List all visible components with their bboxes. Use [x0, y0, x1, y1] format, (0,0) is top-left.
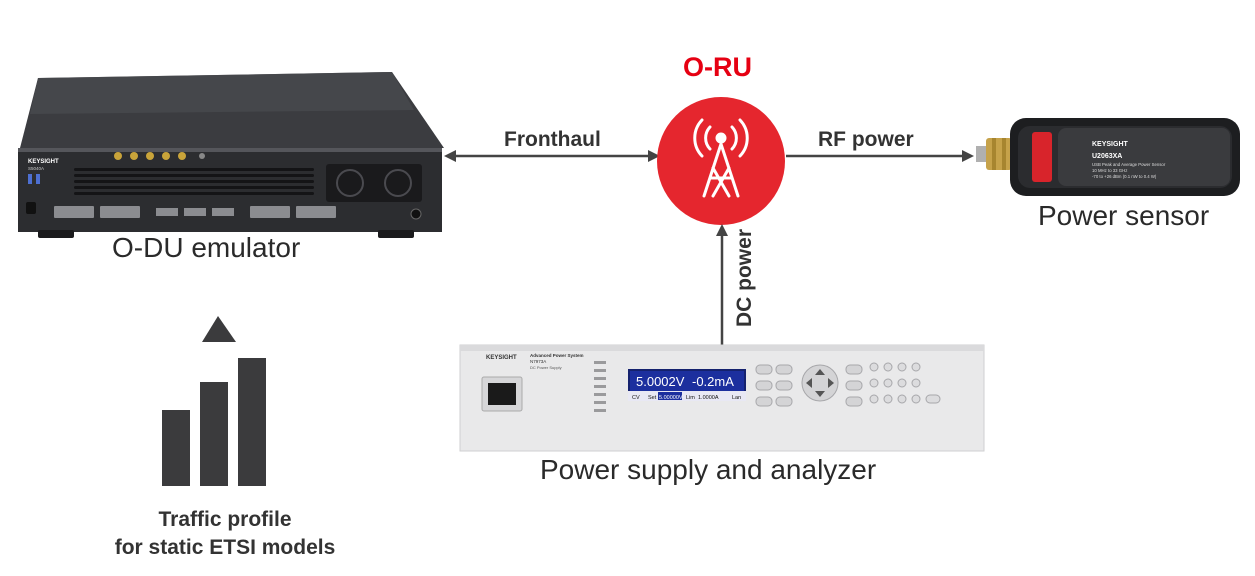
power-supply-model1: Advanced Power System	[530, 353, 584, 358]
power-supply-device: KEYSIGHT Advanced Power System N7973A DC…	[459, 344, 985, 452]
power-supply-model2: N7973A	[530, 359, 546, 364]
psu-display-voltage: 5.0002V	[636, 374, 685, 389]
traffic-caption-line1: Traffic profile	[158, 508, 292, 531]
rf-power-arrow	[786, 150, 974, 162]
dc-power-label: DC power	[733, 229, 756, 328]
bar-chart-icon	[162, 316, 266, 486]
oru-node	[657, 97, 785, 225]
power-supply-model3: DC Power Supply	[530, 365, 562, 370]
psu-display-mode: CV	[632, 395, 640, 401]
psu-display-current: -0.2mA	[692, 374, 734, 389]
psu-display-lim-value: 1.0000A	[698, 395, 719, 401]
odu-model: S5040A	[28, 166, 44, 171]
traffic-caption: Traffic profile for static ETSI models	[80, 506, 370, 562]
fronthaul-label: Fronthaul	[504, 128, 601, 151]
power-sensor-desc1: USB Peak and Average Power Sensor	[1092, 162, 1166, 167]
traffic-caption-line2: for static ETSI models	[114, 536, 336, 559]
radio-tower-icon	[693, 118, 749, 198]
rf-power-label: RF power	[818, 128, 914, 151]
power-supply-brand: KEYSIGHT	[486, 355, 517, 361]
psu-display-set-value: 5.00000V	[659, 395, 683, 401]
power-sensor-device: KEYSIGHT U2063XA USB Peak and Average Po…	[976, 118, 1240, 196]
odu-emulator-device: KEYSIGHT S5040A	[18, 72, 444, 238]
odu-emulator-label: O-DU emulator	[112, 232, 301, 263]
psu-display-lim: Lim	[686, 395, 695, 401]
fronthaul-arrow	[444, 150, 660, 162]
odu-brand: KEYSIGHT	[28, 159, 59, 165]
power-sensor-model: U2063XA	[1092, 153, 1122, 160]
psu-display-lan: Lan	[732, 395, 741, 401]
power-sensor-desc3: -70 to +26 dBm (0.1 nW to 0.4 W)	[1092, 174, 1157, 179]
oru-title: O-RU	[683, 52, 752, 82]
power-sensor-brand: KEYSIGHT	[1092, 141, 1129, 148]
power-supply-label: Power supply and analyzer	[540, 454, 877, 485]
power-sensor-label: Power sensor	[1038, 200, 1210, 231]
power-sensor-desc2: 10 MHz to 33 GHz	[1092, 168, 1127, 173]
dc-power-arrow	[716, 224, 728, 346]
psu-display-set: Set	[648, 395, 657, 401]
